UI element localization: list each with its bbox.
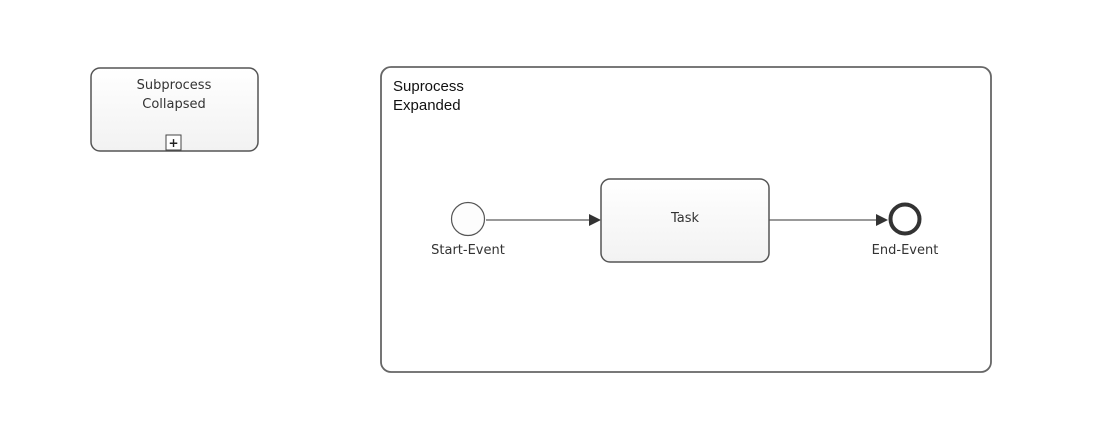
subprocess-expanded-label-line2: Expanded [393,97,461,114]
end-event[interactable] [888,202,922,236]
start-event[interactable] [450,201,486,237]
subprocess-collapsed-label-line1: Subprocess [136,78,212,93]
task-label: Task [670,211,700,226]
end-event-label: End-Event [871,243,939,258]
plus-icon: + [168,136,178,150]
subprocess-collapsed[interactable] [90,67,259,152]
subprocess-collapsed-label: Subprocess Collapsed [92,76,256,114]
task[interactable] [600,178,770,263]
subprocess-expanded[interactable] [380,66,992,373]
subprocess-expanded-label: Suprocess Expanded [393,77,464,115]
subprocess-expand-marker[interactable]: + [165,134,182,151]
subprocess-collapsed-label-line2: Collapsed [142,97,206,112]
start-event-label: Start-Event [431,243,505,258]
subprocess-expanded-label-line1: Suprocess [393,78,464,95]
